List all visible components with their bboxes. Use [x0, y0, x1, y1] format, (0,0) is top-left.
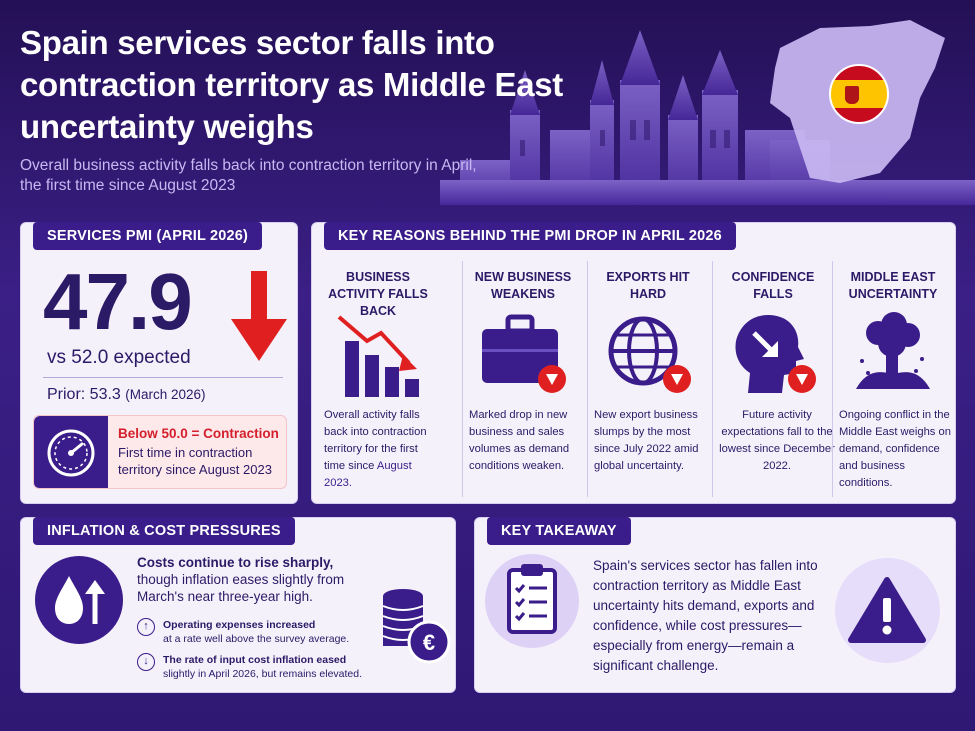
takeaway-text: Spain's services sector has fallen into …: [593, 558, 818, 673]
clipboard-checklist-icon: [485, 554, 579, 648]
euro-symbol: €: [423, 630, 435, 655]
pmi-prior: Prior: 53.3 (March 2026): [47, 386, 206, 404]
reason-title: NEW BUSINESS WEAKENS: [474, 270, 572, 301]
inflation-item: ↓ The rate of input cost inflation eased…: [137, 653, 382, 683]
pmi-value: 47.9: [43, 257, 193, 346]
services-pmi-tag: SERVICES PMI (APRIL 2026): [33, 222, 263, 250]
key-reasons-panel: KEY REASONS BEHIND THE PMI DROP IN APRIL…: [311, 222, 956, 504]
reason-text: Overall activity falls back into contrac…: [324, 409, 427, 489]
arrow-down-icon: ↓: [137, 653, 155, 671]
falling-bars-icon: [337, 315, 419, 397]
pmi-prior-period: (March 2026): [125, 387, 206, 402]
euro-coins-icon: €: [382, 589, 451, 664]
divider: [43, 377, 283, 378]
spain-flag-icon: [829, 64, 889, 124]
key-reasons-tag: KEY REASONS BEHIND THE PMI DROP IN APRIL…: [324, 222, 736, 250]
reason-text: Future activity expectations fall to the…: [719, 409, 835, 472]
explosion-icon: [856, 312, 930, 389]
gauge-icon: [34, 416, 108, 488]
globe-down-icon: [608, 316, 691, 393]
services-pmi-panel: SERVICES PMI (APRIL 2026) 47.9 vs 52.0 e…: [20, 222, 298, 504]
drop-arrow-up-icon: [35, 556, 123, 644]
briefcase-down-icon: [482, 314, 566, 393]
reason-text: Ongoing conflict in the Middle East weig…: [839, 409, 951, 489]
contraction-note: Below 50.0 = Contraction First time in c…: [33, 415, 287, 489]
contraction-title: Below 50.0 = Contraction: [118, 426, 279, 441]
pmi-expected: vs 52.0 expected: [47, 347, 191, 368]
key-takeaway-panel: KEY TAKEAWAY Spain's services sector has…: [474, 517, 956, 693]
warning-icon: [835, 558, 940, 663]
arrow-up-icon: ↑: [137, 618, 155, 636]
reason-title: CONFIDENCE FALLS: [731, 270, 815, 301]
page-title: Spain services sector falls into contrac…: [20, 24, 563, 145]
reason-middle-east: MIDDLE EAST UNCERTAINTY Ongoing conflict…: [832, 261, 952, 497]
key-takeaway-tag: KEY TAKEAWAY: [487, 517, 631, 545]
reason-text: Marked drop in new business and sales vo…: [469, 409, 570, 472]
reason-confidence: CONFIDENCE FALLS Future activity expecta…: [712, 261, 835, 497]
header: Spain services sector falls into contrac…: [0, 0, 975, 205]
reason-exports: EXPORTS HIT HARD New export business slu…: [587, 261, 707, 497]
reason-new-business: NEW BUSINESS WEAKENS Marked drop in new …: [462, 261, 582, 497]
reason-text: New export business slumps by the most s…: [594, 409, 699, 472]
contraction-text: First time in contraction territory sinc…: [118, 445, 272, 477]
reason-title: MIDDLE EAST UNCERTAINTY: [848, 270, 938, 301]
reason-business-activity: BUSINESS ACTIVITY FALLS BACK Overall act…: [318, 261, 438, 497]
reason-title: EXPORTS HIT HARD: [606, 270, 690, 301]
reason-title: BUSINESS ACTIVITY FALLS BACK: [328, 270, 428, 318]
city-skyline-illustration: [440, 30, 975, 205]
inflation-tag: INFLATION & COST PRESSURES: [33, 517, 295, 545]
inflation-panel: INFLATION & COST PRESSURES Costs continu…: [20, 517, 456, 693]
inflation-headline: Costs continue to rise sharply, though i…: [137, 555, 345, 604]
page-subtitle: Overall business activity falls back int…: [20, 157, 477, 194]
pmi-prior-label: Prior: 53.3: [47, 386, 121, 403]
down-arrow-icon: [231, 271, 287, 361]
head-down-icon: [735, 315, 816, 393]
